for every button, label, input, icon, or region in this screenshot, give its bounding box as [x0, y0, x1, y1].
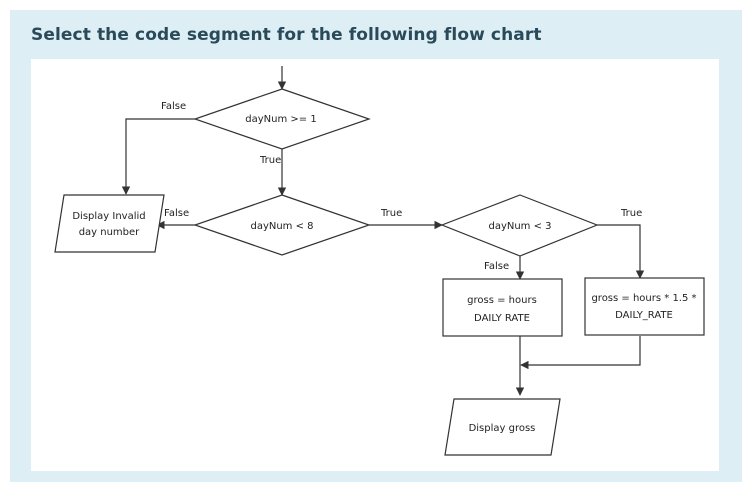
- edge-d1-false: [121, 118, 195, 195]
- output-gross-shape: [444, 398, 561, 456]
- decision-daynum-lt-3: [440, 194, 599, 257]
- decision-daynum-lt-3-label: dayNum < 3: [488, 221, 551, 232]
- edge-d3-true-label: True: [620, 208, 642, 219]
- output-invalid-label-line1: Display Invalid: [72, 211, 145, 222]
- question-title: Select the code segment for the followin…: [31, 25, 542, 45]
- edge-d2-true-label: True: [380, 208, 402, 219]
- question-panel: Select the code segment for the followin…: [10, 10, 742, 482]
- output-invalid-shape: [54, 194, 165, 253]
- process-gross-overtime-label-line2: DAILY_RATE: [615, 310, 673, 321]
- edge-d3-false-label: False: [484, 261, 509, 272]
- decision-daynum-ge-1-label: dayNum >= 1: [245, 114, 316, 125]
- flowchart: dayNum >= 1 dayNum < 8 dayNum < 3 Displa…: [54, 66, 705, 456]
- edge-d1-false-label: False: [161, 101, 186, 112]
- edge-d3-true: [597, 224, 645, 279]
- flowchart-area: dayNum >= 1 dayNum < 8 dayNum < 3 Displa…: [31, 59, 719, 471]
- decision-daynum-lt-8-label: dayNum < 8: [250, 221, 313, 232]
- output-gross-label: Display gross: [469, 423, 536, 434]
- process-gross-overtime-shape: [584, 277, 705, 336]
- edge-d1-true-label: True: [259, 155, 281, 166]
- process-gross-daily-label-line2: DAILY RATE: [474, 313, 530, 324]
- edge-overtime-join: [520, 336, 641, 370]
- decision-daynum-ge-1: [193, 88, 371, 150]
- decision-daynum-lt-8: [193, 194, 371, 256]
- process-gross-daily-shape: [442, 278, 563, 337]
- process-gross-daily-label-line1: gross = hours: [467, 295, 537, 306]
- edge-d2-false-label: False: [164, 208, 189, 219]
- process-gross-overtime-label-line1: gross = hours * 1.5 *: [591, 293, 696, 304]
- output-invalid-label-line2: day number: [79, 227, 140, 238]
